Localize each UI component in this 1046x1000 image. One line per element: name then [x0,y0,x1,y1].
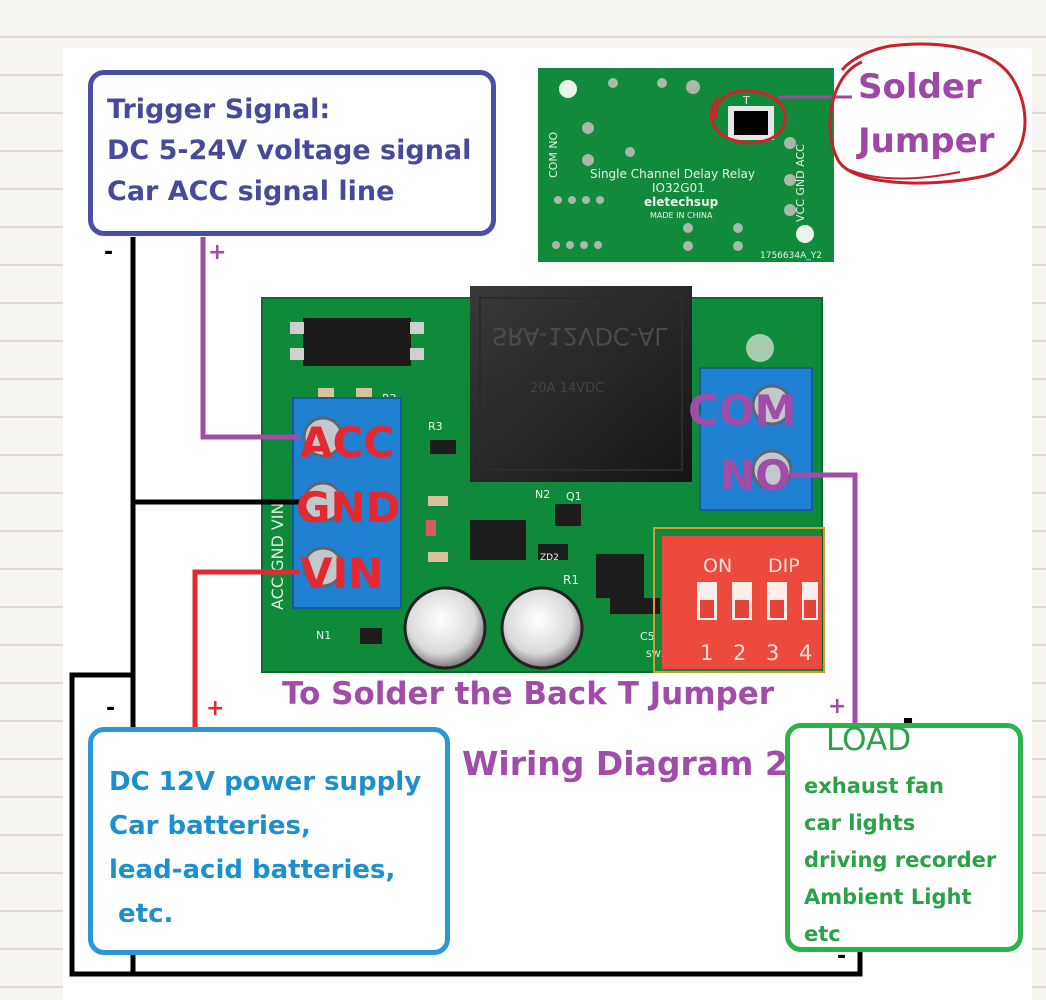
terminal-label-no: NO [720,451,791,500]
relay-small-text: 20A 14VDC [530,381,604,396]
optocoupler-chip [303,318,411,366]
solder-jumper-note: Solder Jumper [858,60,994,168]
pad-circle-mark [709,89,787,145]
solder-pads [552,78,796,251]
power-line-2: Car batteries, [109,811,311,841]
terminal-label-com: COM [688,386,796,435]
wire-power-red [192,569,300,727]
solder-jumper-label: T [742,94,750,107]
load-title: LOAD [826,722,912,758]
power-minus-sign: - [106,696,116,721]
trigger-signal-box: Trigger Signal: DC 5-24V voltage signal … [88,70,496,236]
wire-load-purple [790,472,858,725]
label-sw1: SW1 [646,650,666,660]
trigger-line-3: Car ACC signal line [107,176,395,207]
pcb-back-title: Single Channel Delay Relay [590,167,755,181]
load-box: exhaust fan car lights driving recorder … [785,723,1023,952]
load-item-1: exhaust fan [804,774,944,798]
dip-label: DIP [768,555,800,577]
dip-number-3: 3 [766,641,779,665]
relay-text: SRA-12VDC-AL [492,322,668,350]
dip-number-4: 4 [799,641,812,665]
power-supply-box: DC 12V power supply Car batteries, lead-… [88,727,450,955]
label-q1: Q1 [566,490,582,503]
solder-jumper-line-2: Jumper [858,121,995,161]
load-item-2: car lights [804,811,916,835]
pcb-front-photo: SRA-12VDC-AL 20A 14VDC R2 R3 R1 Q1 N1 N2… [261,286,825,673]
power-line-3: lead-acid batteries, [109,855,396,885]
wire-trigger-purple [200,237,300,440]
pcb-back-left-pins: COM NO [547,131,560,178]
label-zd2: ZD2 [540,553,559,563]
terminal-label-vin: VIN [300,549,383,598]
label-n2: N2 [535,488,550,501]
terminal-block-right [700,368,812,510]
load-item-4: Ambient Light [804,885,972,909]
dip-number-2: 2 [733,641,746,665]
wires [69,237,912,977]
solder-back-note: To Solder the Back T Jumper [282,676,775,712]
power-line-1: DC 12V power supply [109,767,422,797]
power-plus-sign: + [206,696,225,721]
trigger-line-1: Trigger Signal: [107,94,331,125]
dip-number-1: 1 [700,641,713,665]
mounting-hole [746,334,774,362]
load-plus-sign: + [828,694,847,719]
terminal-label-acc: ACC [300,418,394,467]
jumper-circle-annotation [828,42,1027,185]
mounting-hole [559,80,577,98]
load-item-3: driving recorder [804,848,997,872]
pcb-side-silkscreen: ACC GND VIN [268,503,287,611]
wiring-diagram-title: Wiring Diagram 2 [462,744,788,783]
smd-components [360,440,660,644]
solder-jumper-line-1: Solder [858,67,982,107]
label-c5: C5 [640,630,655,643]
pcb-back-model: IO32G01 [652,181,705,195]
mounting-hole [796,225,814,243]
relay [470,286,692,482]
wire-ground-black [130,237,863,977]
pcb-back-right-pins: VCC GND ACC [794,144,807,222]
load-minus-sign: - [837,944,847,969]
label-r1: R1 [563,573,579,587]
load-item-5: etc [804,922,841,946]
trigger-minus-sign: - [104,240,114,265]
capacitor-2 [500,586,584,670]
capacitor-1 [403,586,487,670]
terminal-label-gnd: GND [296,483,401,532]
label-r3: R3 [428,420,443,433]
dip-on-label: ON [703,555,732,577]
pcb-back-made: MADE IN CHINA [650,211,713,220]
pcb-back-serial: 1756634A_Y2 [760,251,822,261]
power-line-4: etc. [109,899,174,929]
trigger-line-2: DC 5-24V voltage signal [107,135,472,166]
label-n1: N1 [316,629,331,642]
pcb-back-brand: eletechsup [644,195,719,209]
pcb-back-photo: Single Channel Delay Relay IO32G01 elete… [538,68,834,262]
trigger-plus-sign: + [208,240,227,265]
wire-power-negative [69,672,133,977]
